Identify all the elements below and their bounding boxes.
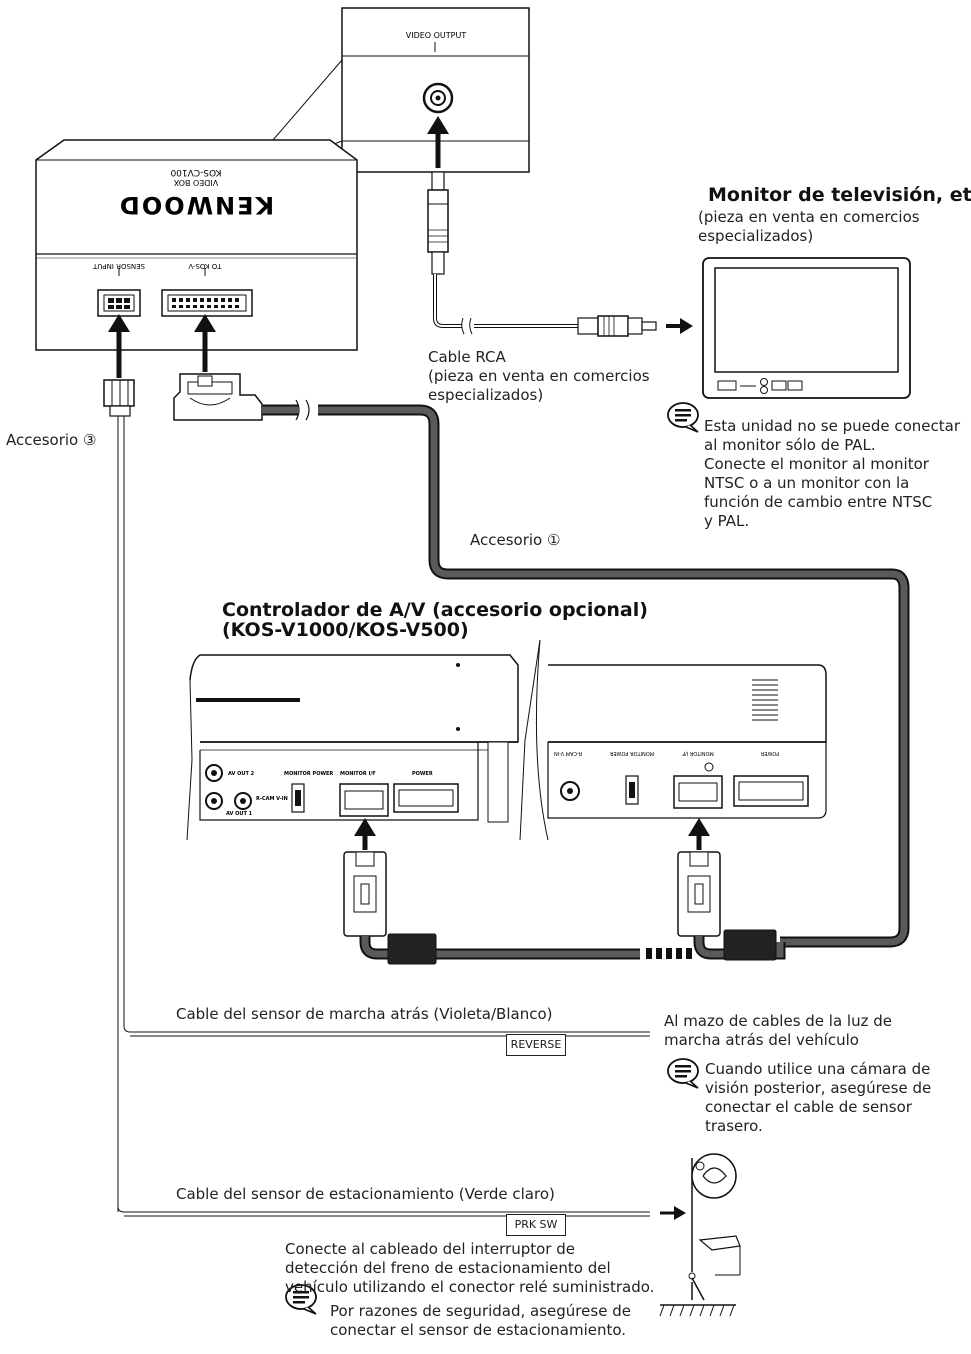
parking-desc-line2: detección del freno de estacionamiento d… xyxy=(285,1259,611,1277)
box-kind: VIDEO BOX xyxy=(173,178,218,187)
note-icon xyxy=(285,1284,317,1315)
note-icon xyxy=(667,1058,699,1089)
reverse-to-line2: marcha atrás del vehículo xyxy=(664,1031,859,1049)
accessory-3-harness xyxy=(103,379,650,1213)
parking-arrow xyxy=(660,1206,686,1220)
ctrl-r-label-power: POWER xyxy=(760,750,779,756)
monitor-title: Monitor de televisión, etc xyxy=(708,184,971,206)
ctrl-r-label-monitor-power: MONITOR POWER xyxy=(609,750,654,756)
parking-tag: PRK SW xyxy=(506,1214,566,1236)
ctrl-label-av-out-2: AV OUT 2 xyxy=(228,771,255,777)
parking-desc-line3: vehículo utilizando el conector relé sum… xyxy=(285,1278,655,1296)
ctrl-label-rcam: R-CAM V-IN xyxy=(256,796,288,802)
box-brand: KENWOOD xyxy=(118,191,274,219)
controller-plugs xyxy=(343,818,786,965)
ctrl-r-label-rcam: R-CAM V-IN xyxy=(554,750,582,756)
rca-label-line2: (pieza en venta en comercios xyxy=(428,367,650,385)
rca-label-line3: especializados) xyxy=(428,386,544,404)
controller-title-line1: Controlador de A/V (accesorio opcional) xyxy=(222,599,648,621)
ctrl-label-av-out-1: AV OUT 1 xyxy=(226,811,253,817)
reverse-note-line3: conectar el cable de sensor xyxy=(705,1098,912,1116)
parking-cable-label: Cable del sensor de estacionamiento (Ver… xyxy=(176,1185,555,1203)
ctrl-r-label-monitor-if: MONITOR I/F xyxy=(682,750,714,756)
box-model: KOS-CV100 xyxy=(170,167,221,177)
ctrl-label-monitor-if: MONITOR I/F xyxy=(340,771,376,777)
controller-title-line2: (KOS-V1000/KOS-V500) xyxy=(222,619,469,641)
tv-monitor xyxy=(702,257,911,399)
controller-left-unit xyxy=(186,639,541,841)
monitor-note-line3: Conecte el monitor al monitor xyxy=(704,455,929,473)
accessory-3-label: Accesorio ③ xyxy=(6,431,97,449)
insert-arrows-box xyxy=(108,116,449,378)
monitor-subtitle-line1: (pieza en venta en comercios xyxy=(698,208,920,226)
ctrl-label-power: POWER xyxy=(412,771,433,777)
reverse-tag: REVERSE xyxy=(506,1034,566,1056)
monitor-note-line5: función de cambio entre NTSC xyxy=(704,493,933,511)
to-kos-v-port xyxy=(161,289,253,317)
rca-cable xyxy=(427,171,693,337)
port-sensor-label: SENSOR INPUT xyxy=(92,262,145,270)
parking-note-line2: conectar el sensor de estacionamiento. xyxy=(330,1321,627,1339)
note-icon xyxy=(667,402,699,433)
monitor-note-line1: Esta unidad no se puede conectar xyxy=(704,417,961,435)
reverse-note-line4: trasero. xyxy=(705,1117,763,1135)
accessory-1-label: Accesorio ① xyxy=(470,531,561,549)
reverse-cable-label: Cable del sensor de marcha atrás (Violet… xyxy=(176,1005,553,1023)
ctrl-label-monitor-power: MONITOR POWER xyxy=(284,771,333,777)
video-output-label: VIDEO OUTPUT xyxy=(406,31,467,40)
monitor-note-line2: al monitor sólo de PAL. xyxy=(704,436,876,454)
rca-label-line1: Cable RCA xyxy=(428,348,506,366)
reverse-note-line1: Cuando utilice una cámara de xyxy=(705,1060,931,1078)
monitor-subtitle-line2: especializados) xyxy=(698,227,814,245)
controller-right-unit xyxy=(535,639,827,841)
parking-desc-line1: Conecte al cableado del interruptor de xyxy=(285,1240,575,1258)
port-main-label: TO KOS-V xyxy=(188,262,222,270)
video-box xyxy=(35,139,358,351)
accessory-1-cable xyxy=(173,373,910,948)
parking-note-line1: Por razones de seguridad, asegúrese de xyxy=(330,1302,631,1320)
monitor-note-line6: y PAL. xyxy=(704,512,750,530)
reverse-note-line2: visión posterior, asegúrese de xyxy=(705,1079,932,1097)
reverse-to-line1: Al mazo de cables de la luz de xyxy=(664,1012,892,1030)
monitor-note-line4: NTSC o a un monitor con la xyxy=(704,474,910,492)
parking-brake-symbol xyxy=(659,1153,741,1317)
